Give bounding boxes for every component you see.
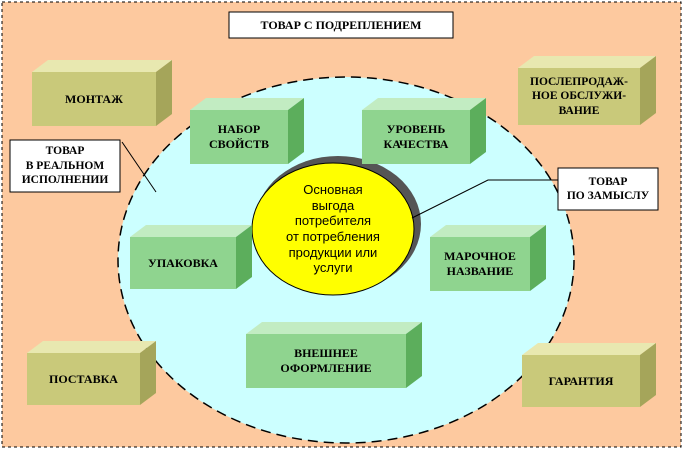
properties-label: НАБОР СВОЙСТВ <box>208 122 269 151</box>
warranty-label: ГАРАНТИЯ <box>548 373 614 388</box>
diagram-title: ТОВАР С ПОДРЕПЛЕНИЕМ <box>260 17 422 32</box>
box-warranty <box>522 343 656 407</box>
brand-label: МАРОЧНОЕ НАЗВАНИЕ <box>444 249 516 278</box>
box-installation <box>32 60 172 126</box>
box-delivery <box>27 341 156 405</box>
actual-product-leader <box>121 141 157 193</box>
installation-label: МОНТАЖ <box>65 91 123 106</box>
design-product-leader <box>411 179 558 219</box>
design-product-callout-box <box>557 167 659 211</box>
quality-label: УРОВЕНЬ КАЧЕСТВА <box>383 122 449 151</box>
title-box <box>228 11 454 39</box>
box-quality <box>362 98 486 164</box>
after-sales-label: ПОСЛЕПРОДАЖ- НОЕ ОБСЛУЖИ- ВАНИЕ <box>530 75 628 117</box>
box-design <box>246 322 422 388</box>
box-properties <box>190 98 304 164</box>
actual-product-callout-box <box>9 139 121 193</box>
design-product-callout-label: ТОВАР ПО ЗАМЫСЛУ <box>566 175 650 202</box>
packaging-label: УПАКОВКА <box>148 255 218 270</box>
design-label: ВНЕШНЕЕ ОФОРМЛЕНИЕ <box>280 346 372 375</box>
box-packaging <box>130 225 252 289</box>
core-benefit-text: Основная выгода потребителя от потреблен… <box>286 182 380 276</box>
delivery-label: ПОСТАВКА <box>49 371 118 386</box>
actual-product-callout-label: ТОВАР В РЕАЛЬНОМ ИСПОЛНЕНИИ <box>21 145 109 187</box>
box-brand <box>430 225 546 291</box>
box-after-sales <box>518 56 656 125</box>
